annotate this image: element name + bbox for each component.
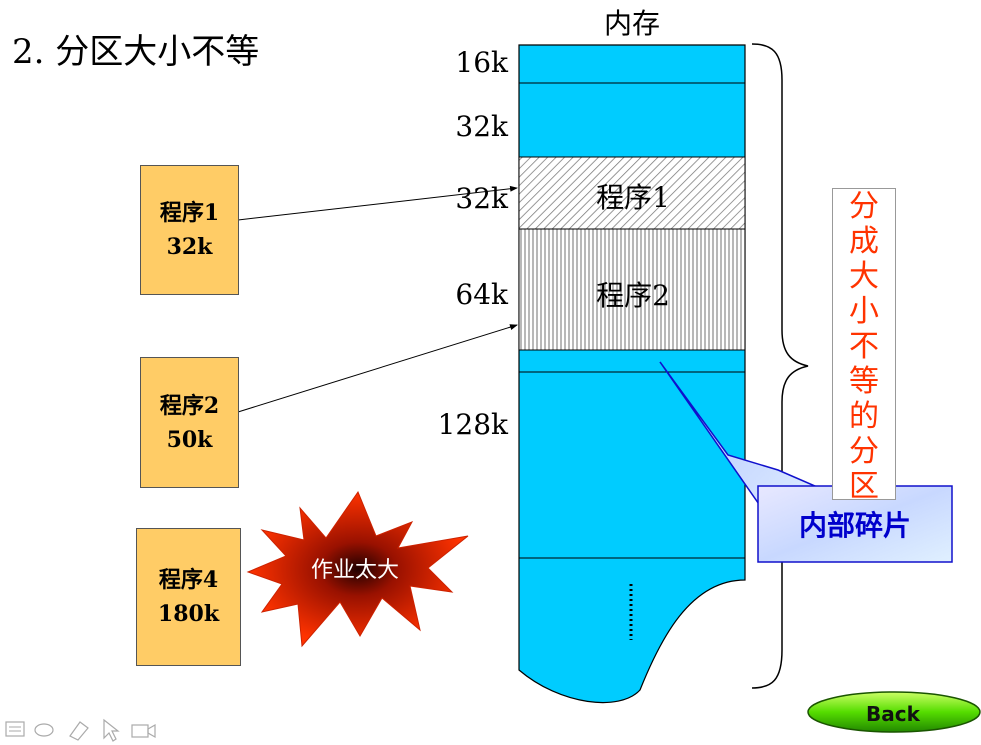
program2-segment-label: 程序2 [519, 274, 747, 314]
program-box-1: 程序1 32k [140, 165, 239, 295]
program-size: 32k [167, 230, 213, 264]
pen-icon[interactable] [35, 724, 53, 736]
program-name: 程序2 [160, 389, 219, 423]
pointer-icon[interactable] [104, 720, 118, 741]
memory-block [519, 45, 745, 703]
camera-icon[interactable] [132, 725, 155, 737]
program-name: 程序4 [159, 563, 218, 597]
slide-icon[interactable] [6, 722, 24, 736]
program-box-2: 程序2 50k [140, 357, 239, 488]
back-button[interactable]: Back [808, 694, 978, 734]
partition-size-label: 32k [408, 110, 508, 143]
partition-size-label: 128k [408, 408, 508, 441]
internal-fragment-label: 内部碎片 [758, 486, 952, 562]
partition-size-label: 64k [408, 278, 508, 311]
program-box-4: 程序4 180k [136, 528, 241, 666]
program-name: 程序1 [160, 196, 219, 230]
program1-segment-label: 程序1 [519, 176, 747, 216]
partition-size-label: 32k [408, 182, 508, 215]
program-size: 50k [167, 423, 213, 457]
page-title: 2. 分区大小不等 [12, 24, 259, 73]
eraser-icon[interactable] [70, 722, 88, 740]
unequal-partitions-label: 分 成 大 小 不 等 的 分 区 [832, 188, 896, 500]
memory-title: 内存 [604, 2, 660, 42]
too-large-label: 作业太大 [270, 552, 440, 584]
partition-size-label: 16k [408, 46, 508, 79]
program-size: 180k [158, 597, 219, 631]
arrow-program2 [238, 325, 517, 412]
right-brace [752, 44, 808, 688]
